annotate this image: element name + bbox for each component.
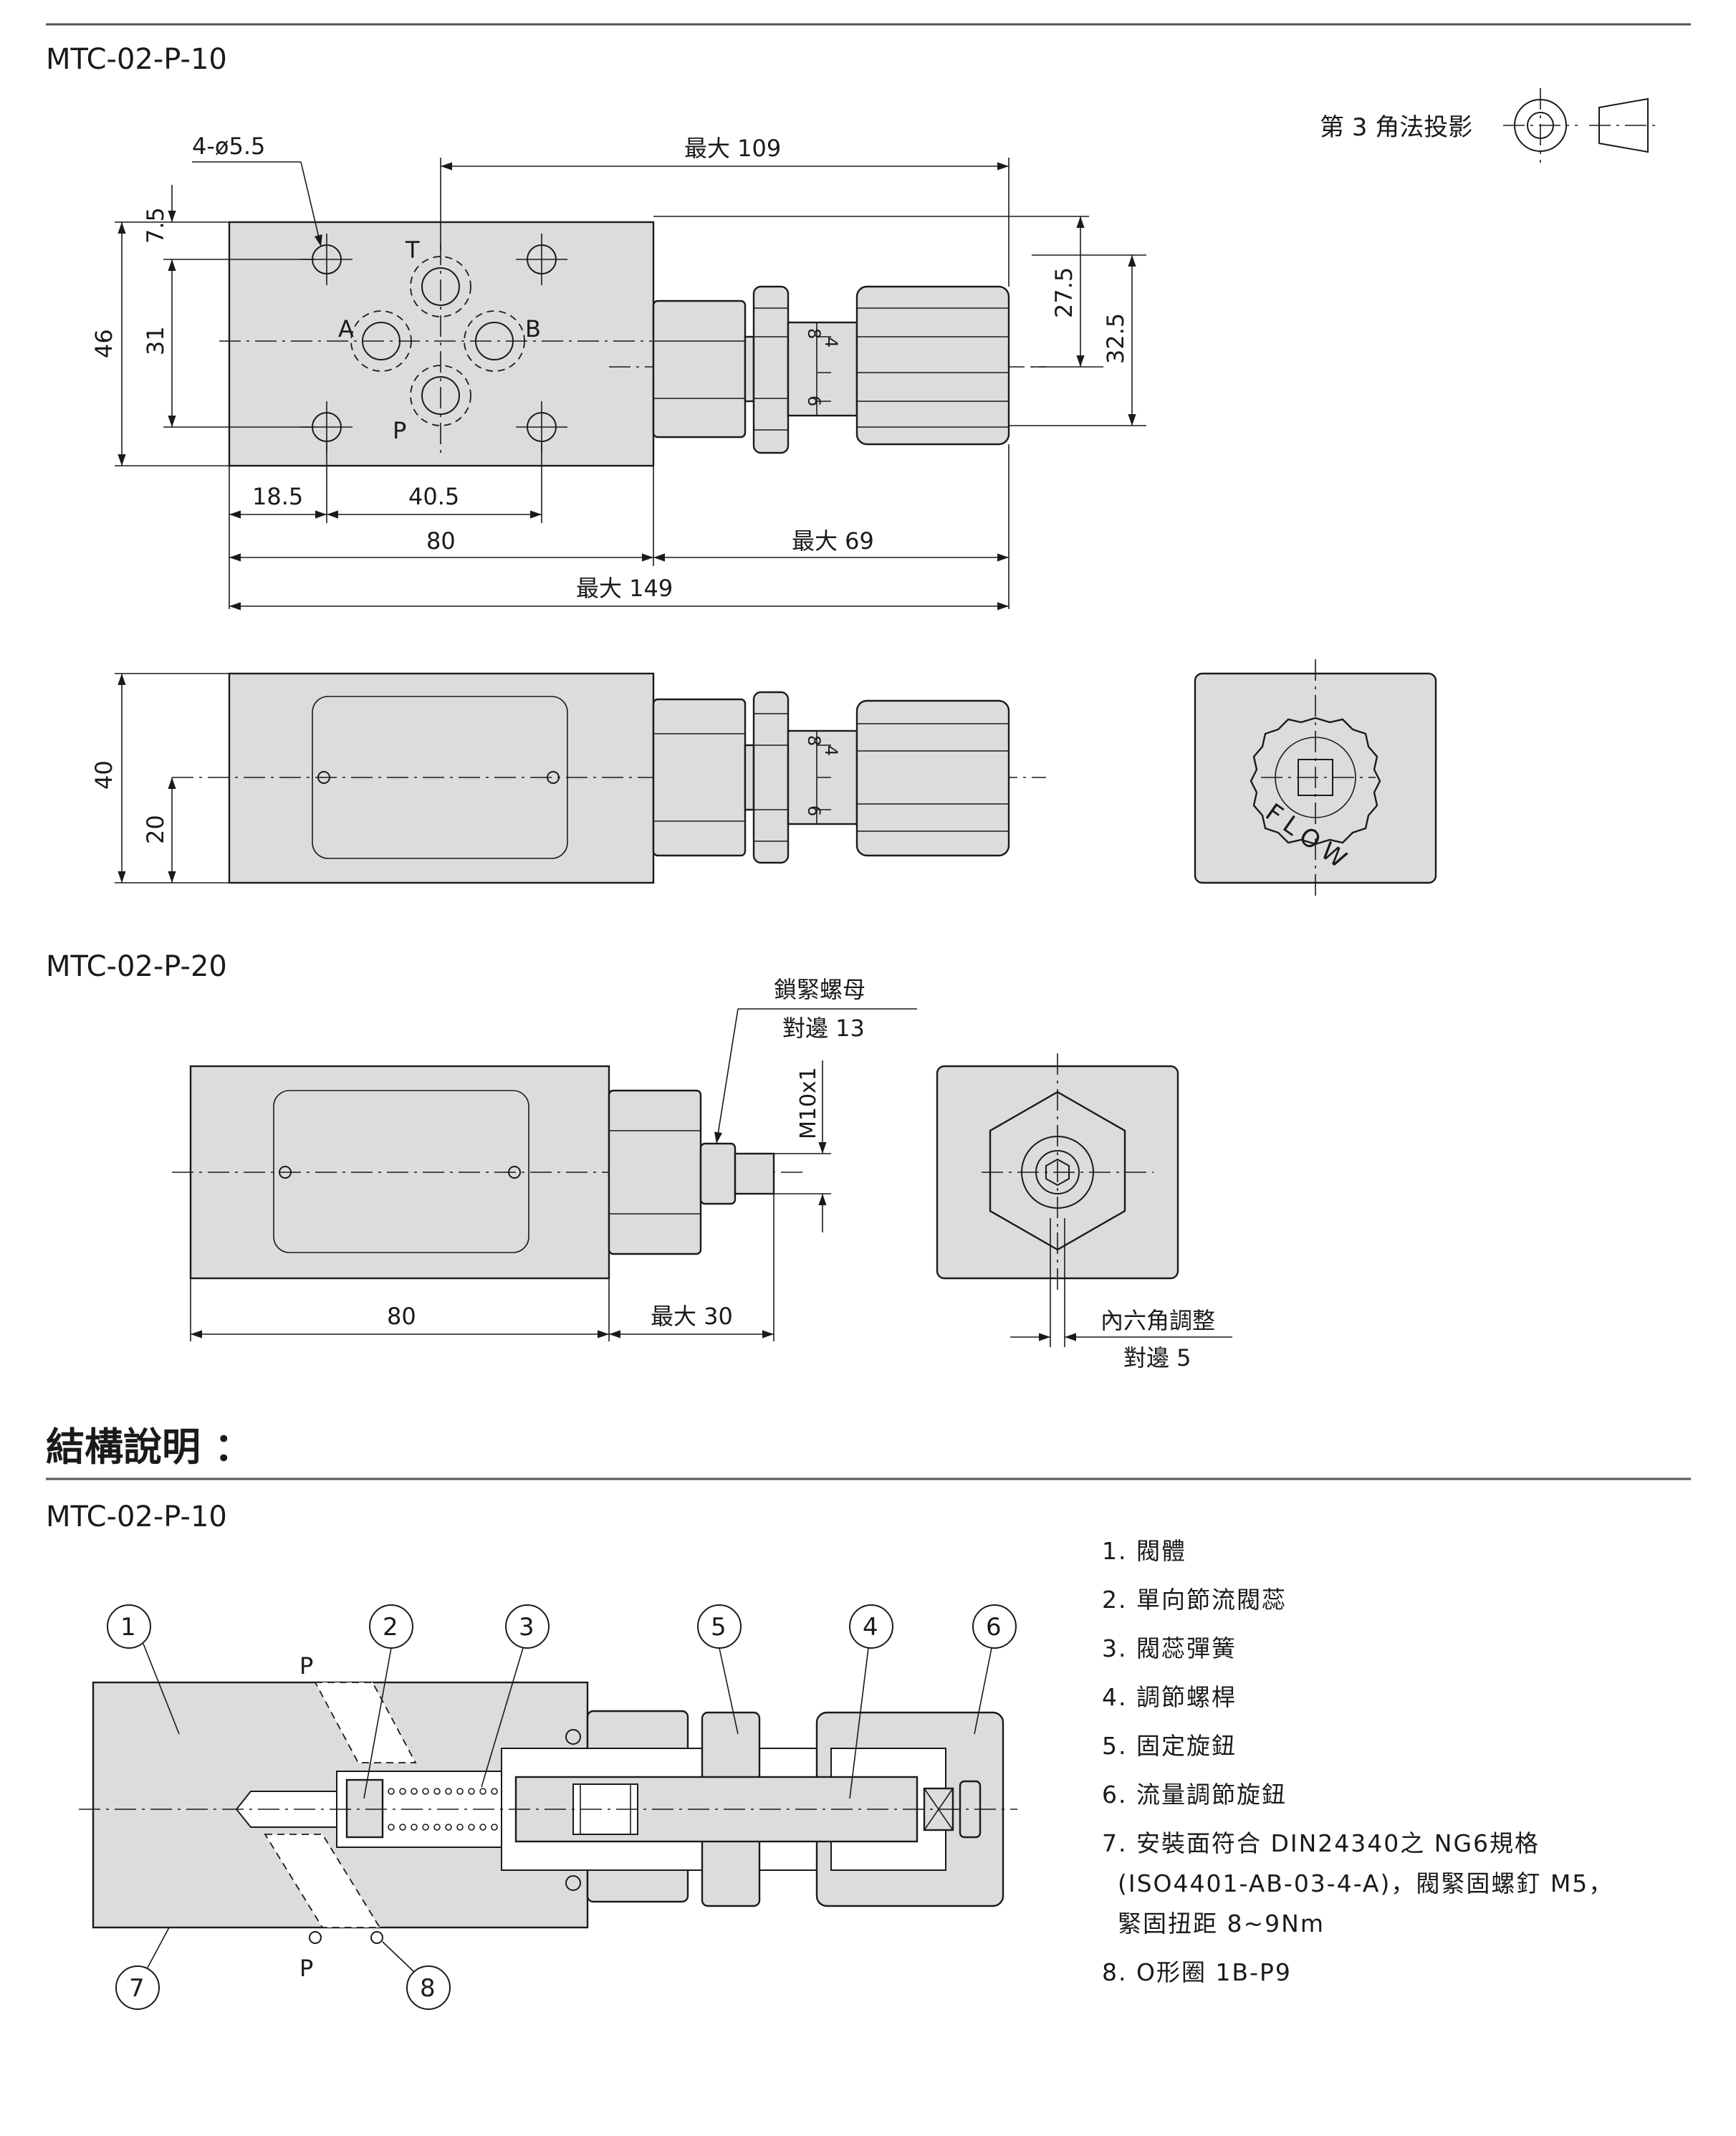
scale-8: 8 bbox=[804, 328, 824, 339]
locking-knob bbox=[752, 285, 790, 454]
o-ring bbox=[309, 1931, 322, 1944]
dim-27-5: 27.5 bbox=[1050, 267, 1078, 318]
dim-max-109: 最大 109 bbox=[684, 135, 781, 162]
adapter-body bbox=[652, 300, 747, 439]
structure-heading: 結構說明 ： bbox=[46, 1424, 253, 1470]
callout-5-text: 5 bbox=[711, 1613, 726, 1642]
projection-circle-icon bbox=[1503, 88, 1578, 163]
side-scale-8: 8 bbox=[804, 735, 824, 746]
port-a-label: A bbox=[338, 315, 354, 343]
structure-subtitle: MTC-02-P-10 bbox=[46, 1500, 227, 1533]
label-thread: M10x1 bbox=[796, 1067, 821, 1139]
legend-item-3: 3. 閥蕊彈簧 bbox=[1102, 1634, 1237, 1662]
callout-3-text: 3 bbox=[519, 1613, 534, 1642]
legend-item-2: 2. 單向節流閥蕊 bbox=[1102, 1586, 1287, 1614]
p20-side-view: 鎖緊螺母 對邊 13 M10x1 80 最大 30 bbox=[172, 976, 917, 1341]
p10-end-view: FLOW bbox=[1194, 659, 1437, 896]
legend-item-7-line-3: 緊固扭距 8~9Nm bbox=[1118, 1910, 1325, 1938]
legend-item-8: 8. O形圈 1B-P9 bbox=[1102, 1958, 1292, 1986]
port-t-label: T bbox=[405, 236, 420, 264]
p20-locknut bbox=[699, 1142, 737, 1205]
p20-end-view: 內六角調整 對邊 5 bbox=[936, 1053, 1232, 1371]
legend-item-6: 6. 流量調節旋鈕 bbox=[1102, 1781, 1287, 1809]
side-scale-6: 6 bbox=[804, 805, 824, 816]
p10-side-view: 8 4 6 40 20 bbox=[90, 672, 1046, 884]
callout-6 bbox=[972, 1604, 1017, 1649]
projection-cone-icon bbox=[1589, 97, 1659, 153]
section-view: P P bbox=[79, 1652, 1017, 1982]
callout-4 bbox=[849, 1604, 893, 1649]
callout-7-text: 7 bbox=[129, 1974, 145, 2003]
dim-40: 40 bbox=[90, 760, 118, 790]
legend-item-1: 1. 閥體 bbox=[1102, 1537, 1186, 1565]
callout-7 bbox=[115, 1965, 160, 2010]
dim-32-5: 32.5 bbox=[1102, 313, 1129, 364]
title-p10: MTC-02-P-10 bbox=[46, 43, 227, 76]
dim-max-149: 最大 149 bbox=[576, 575, 673, 602]
port-p-bottom: P bbox=[299, 1955, 313, 1982]
callout-1 bbox=[107, 1604, 151, 1649]
projection-symbol: 第 3 角法投影 bbox=[1320, 88, 1659, 163]
legend-item-4: 4. 調節螺桿 bbox=[1102, 1683, 1237, 1711]
p10-top-view: T A B P 8 4 6 4-ø5.5 最大 109 bbox=[90, 133, 1146, 610]
title-p20: MTC-02-P-20 bbox=[46, 950, 227, 983]
callout-8-text: 8 bbox=[420, 1974, 436, 2003]
port-p-label: P bbox=[393, 417, 406, 444]
scale-6: 6 bbox=[804, 396, 824, 406]
side-scale-4: 4 bbox=[821, 745, 841, 756]
scale-4: 4 bbox=[821, 337, 841, 348]
label-across-5: 對邊 5 bbox=[1123, 1344, 1191, 1371]
dim-max-69: 最大 69 bbox=[792, 527, 874, 555]
dim-holes: 4-ø5.5 bbox=[192, 133, 265, 160]
callout-6-text: 6 bbox=[986, 1613, 1002, 1642]
dim-20: 20 bbox=[142, 815, 169, 844]
flow-adjust-knob bbox=[855, 285, 1010, 446]
legend-item-7: 7. 安裝面符合 DIN24340之 NG6規格 bbox=[1102, 1829, 1540, 1857]
legend-item-5: 5. 固定旋鈕 bbox=[1102, 1732, 1237, 1760]
dim-40-5: 40.5 bbox=[408, 483, 459, 510]
dim-80: 80 bbox=[426, 527, 456, 555]
dim-18-5: 18.5 bbox=[252, 483, 303, 510]
valve-spring bbox=[388, 1788, 498, 1831]
dim-p20-max-30: 最大 30 bbox=[651, 1303, 733, 1330]
p20-screw bbox=[734, 1152, 775, 1195]
dim-31: 31 bbox=[142, 326, 169, 355]
callouts: 1 2 3 5 4 6 7 8 bbox=[107, 1604, 1017, 2010]
callout-1-text: 1 bbox=[120, 1613, 136, 1642]
dim-p20-80: 80 bbox=[387, 1303, 416, 1330]
projection-label: 第 3 角法投影 bbox=[1320, 113, 1472, 142]
hex-socket-icon bbox=[1045, 1158, 1070, 1187]
valve-body-side bbox=[228, 672, 655, 884]
port-b-label: B bbox=[525, 315, 541, 343]
callout-2-text: 2 bbox=[383, 1613, 398, 1642]
label-locknut: 鎖緊螺母 bbox=[774, 976, 865, 1003]
dim-46: 46 bbox=[90, 329, 118, 358]
callout-4-text: 4 bbox=[863, 1613, 878, 1642]
label-hex-adjust: 內六角調整 bbox=[1100, 1307, 1215, 1334]
legend-item-7-line-2: (ISO4401-AB-03-4-A)，閥緊固螺釘 M5， bbox=[1118, 1869, 1614, 1897]
callout-3 bbox=[505, 1604, 550, 1649]
label-across-13: 對邊 13 bbox=[782, 1015, 865, 1042]
valve-body-top bbox=[228, 221, 655, 467]
throttle-spool bbox=[345, 1778, 384, 1839]
port-p-top: P bbox=[299, 1652, 313, 1680]
dim-7-5: 7.5 bbox=[142, 207, 169, 244]
callout-8 bbox=[406, 1965, 451, 2010]
